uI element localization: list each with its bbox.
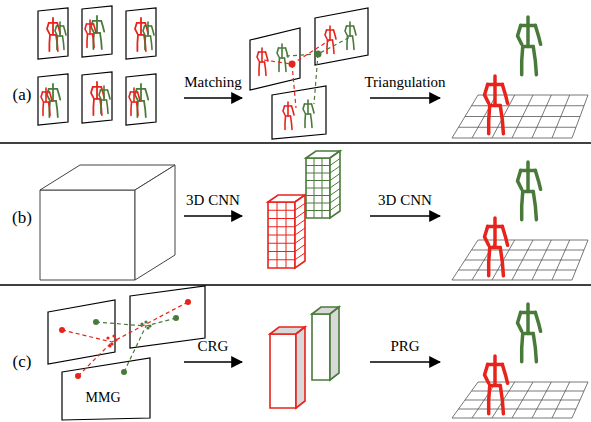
candidate-cluster (106, 320, 151, 347)
stick-figure (47, 18, 60, 51)
stick-figure (91, 16, 104, 49)
feature-column (312, 314, 330, 380)
ground-grid (452, 382, 588, 418)
feature-column (306, 158, 330, 218)
stick-figure (485, 76, 508, 134)
step-label: Triangulation (364, 74, 445, 91)
projection-ray (292, 64, 296, 108)
camera-view (62, 358, 150, 420)
stick-figure (518, 304, 541, 362)
stick-figure (518, 162, 541, 220)
stick-figure (55, 22, 66, 50)
stick-figure (129, 88, 140, 116)
arrow (370, 98, 440, 99)
voxel-face (135, 165, 175, 280)
stick-figure (303, 100, 314, 128)
arrow (184, 216, 242, 217)
joint-point (173, 315, 179, 321)
feature-column (296, 327, 305, 408)
step-label: 3D CNN (378, 192, 432, 209)
joint-point (185, 299, 191, 305)
arrow (370, 216, 440, 217)
panel-letter: (c) (13, 353, 32, 372)
panel-letter: (b) (12, 209, 32, 228)
step-label: CRG (198, 338, 229, 355)
camera-view (82, 72, 112, 123)
feature-column (330, 307, 339, 380)
projection-ray (314, 54, 318, 104)
camera-view (82, 6, 112, 57)
step-label: 3D CNN (186, 192, 240, 209)
stick-figure (143, 22, 154, 50)
feature-column (270, 334, 296, 408)
arrow (184, 98, 242, 99)
stick-figure (345, 22, 356, 50)
module-label: MMG (85, 390, 120, 405)
camera-view (126, 74, 156, 125)
joint-point (93, 319, 99, 325)
arrow (370, 362, 440, 363)
step-label: PRG (390, 338, 419, 355)
camera-view (38, 74, 68, 125)
stick-figure (99, 86, 110, 114)
separator (0, 285, 591, 286)
projection-ray (112, 302, 188, 342)
stick-figure (41, 88, 52, 116)
stick-figure (135, 84, 148, 117)
joint-point (315, 51, 322, 58)
column-grid (268, 202, 305, 268)
feature-column (330, 151, 340, 218)
column-grid (306, 158, 340, 218)
projection-ray (264, 40, 330, 64)
projection-ray (96, 322, 146, 326)
camera-view (126, 8, 156, 59)
stick-figure (485, 356, 508, 414)
stick-figure (135, 18, 148, 51)
voxel-face (40, 190, 135, 280)
camera-view (250, 28, 300, 90)
camera-view (130, 286, 205, 348)
feature-column (268, 202, 295, 268)
camera-view (48, 300, 115, 364)
separator (0, 143, 591, 144)
ground-grid (452, 240, 588, 280)
stick-figure (257, 48, 268, 76)
arrow (184, 362, 242, 363)
stick-figure (47, 84, 60, 117)
stick-figure (485, 218, 508, 276)
joint-point (75, 373, 81, 379)
projection-ray (62, 330, 112, 342)
projection-ray (124, 326, 146, 372)
stick-figure (518, 17, 541, 75)
projection-ray (78, 342, 112, 376)
feature-column (295, 195, 305, 268)
voxel-volume (40, 165, 175, 280)
stick-figure (91, 82, 104, 115)
stick-figure (283, 102, 294, 130)
stick-figure (325, 26, 336, 54)
stick-figure (277, 44, 288, 72)
joint-point (121, 369, 127, 375)
joint-point (289, 61, 296, 68)
camera-view (272, 86, 326, 139)
step-label: Matching (184, 74, 242, 91)
panel-letter: (a) (13, 86, 32, 105)
ground-grid (452, 95, 588, 138)
stick-figure (85, 20, 96, 48)
joint-point (59, 327, 65, 333)
camera-view (38, 8, 68, 59)
camera-view (315, 8, 368, 65)
